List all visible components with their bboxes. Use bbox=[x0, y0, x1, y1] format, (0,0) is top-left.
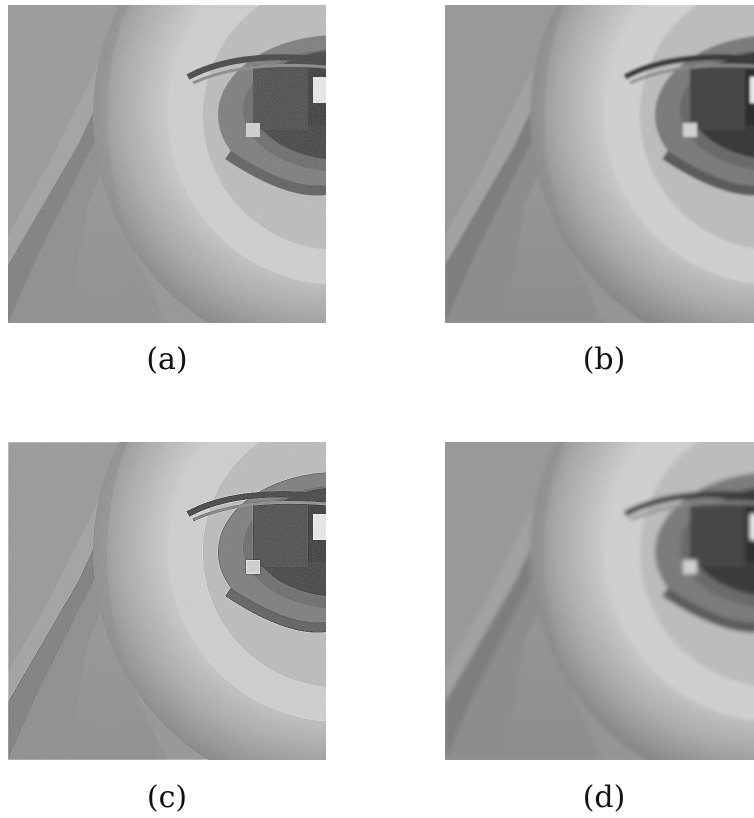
caption-b: (b) bbox=[582, 342, 626, 377]
caption-a: (a) bbox=[146, 342, 188, 377]
panel-c-image bbox=[8, 442, 326, 760]
caption-d: (d) bbox=[582, 780, 626, 815]
eye-image-b bbox=[445, 5, 754, 323]
caption-c: (c) bbox=[146, 780, 188, 815]
panel-d-image bbox=[445, 442, 754, 760]
eye-image-d bbox=[445, 442, 754, 760]
panel-b-image bbox=[445, 5, 754, 323]
eye-image-a bbox=[8, 5, 326, 323]
eye-image-c bbox=[8, 442, 326, 760]
panel-a-image bbox=[8, 5, 326, 323]
